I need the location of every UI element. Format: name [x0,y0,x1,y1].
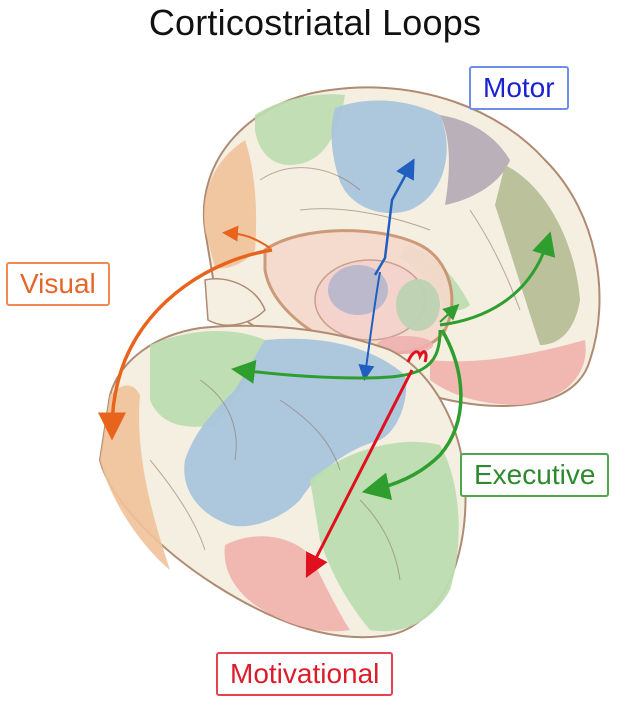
temporal-motor-region [184,338,407,527]
visual-arrow-lateral [98,248,273,441]
executive-arrow-frontal [361,329,463,500]
cerebellum [204,278,266,326]
executive-label: Executive [460,453,610,497]
motor-label: Motor [469,66,569,110]
sulci-lines [149,167,521,581]
visual-cortex-region [204,140,257,269]
orbitofrontal-motivational-region [430,340,586,405]
motivational-label: Motivational [216,652,394,696]
visual-arrow-up [222,225,271,249]
motor-arrow-down [358,271,381,381]
medial-hemisphere [202,86,601,407]
parietal-executive-region [255,94,345,165]
motor-loop-arrows [358,158,415,381]
executive-arrow-prefrontal [439,231,556,327]
premotor-region [440,115,510,205]
striatum-motor-zone [328,265,388,315]
orbitofrontal-lateral-motivational-region [224,536,350,632]
motivational-arrow-striatum [406,350,428,363]
visual-loop-arrows [98,225,273,441]
parietal-lateral-executive-region [150,330,265,427]
motivational-arrow-orbitofrontal [305,369,414,579]
executive-loop-arrows [231,231,556,500]
executive-arrow-parietal [231,329,442,384]
striatum-executive-zone [396,279,440,331]
motor-arrow-up [373,158,415,276]
frontal-lateral-executive-region [310,441,459,632]
motivational-loop-arrows [305,350,428,579]
motor-cortex-region [331,100,447,214]
executive-arrow-cingulate [439,303,460,323]
diagram-title: Corticostriatal Loops [148,2,482,43]
lateral-hemisphere [98,324,467,639]
visual-label: Visual [6,262,110,306]
